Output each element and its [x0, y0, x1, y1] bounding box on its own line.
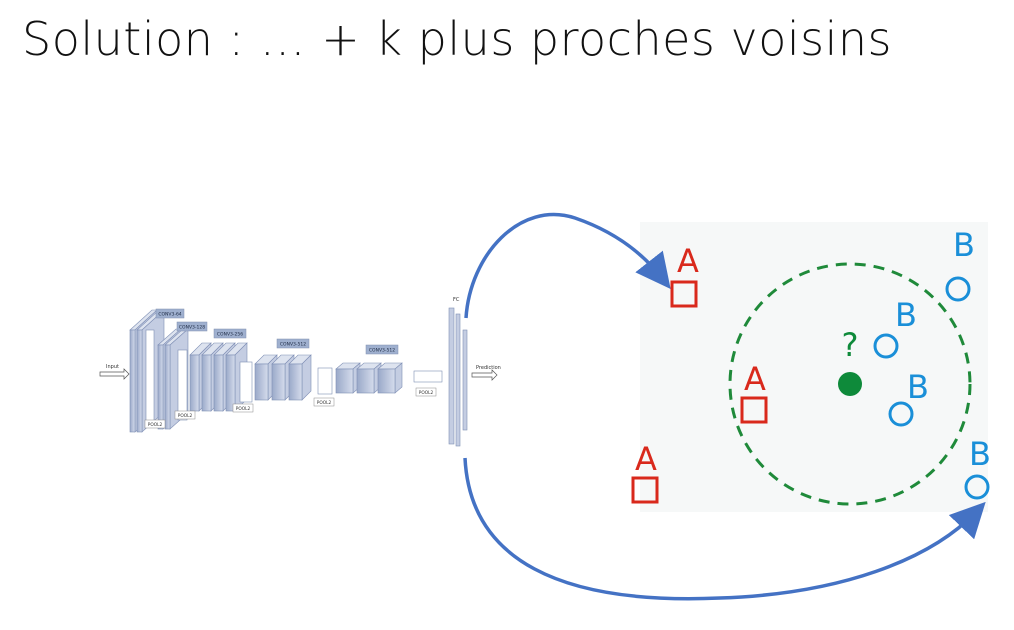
svg-text:POOL2: POOL2 — [236, 406, 251, 412]
pool-label-5: POOL2 — [415, 387, 437, 397]
query-point — [838, 372, 862, 396]
point-class-a-3: A — [631, 440, 659, 504]
output-arrow — [471, 369, 498, 381]
circle-marker — [888, 401, 914, 427]
pool-5 — [413, 370, 443, 383]
input-label: Input — [106, 364, 119, 370]
svg-text:POOL2: POOL2 — [148, 422, 163, 428]
pool-2 — [177, 349, 188, 421]
point-label: B — [969, 435, 991, 473]
knn-panel — [640, 222, 988, 512]
conv-label-5-text: CONV3-512 — [369, 348, 395, 354]
pool-label-2: POOL2 — [174, 410, 196, 420]
pool-4 — [317, 367, 333, 395]
conv-label-2: CONV3-128 — [176, 321, 208, 332]
pool-label-1: POOL2 — [144, 419, 166, 429]
conv-block-4-c — [288, 354, 312, 401]
conv-label-1: CONV3-64 — [155, 308, 185, 319]
svg-text:POOL2: POOL2 — [317, 400, 332, 406]
point-class-b-4: B — [945, 226, 975, 302]
pool-label-4: POOL2 — [313, 397, 335, 407]
point-label: A — [677, 242, 699, 280]
arrow-to-class-a — [464, 212, 671, 319]
point-label: A — [744, 360, 766, 398]
square-marker — [740, 396, 768, 424]
point-class-a-2: A — [740, 360, 768, 424]
conv-label-1-text: CONV3-64 — [158, 312, 181, 318]
fc-layer-1 — [448, 307, 455, 445]
point-class-b-7: B — [964, 435, 991, 500]
output-label: Prediction — [476, 365, 501, 371]
query-label: ? — [842, 326, 859, 364]
point-label: B — [953, 226, 975, 264]
point-label: B — [907, 368, 929, 406]
fc-label: FC — [453, 297, 460, 303]
conv-label-3: CONV3-256 — [213, 328, 247, 339]
fc-layer-3 — [462, 329, 468, 431]
slide-title: Solution : … + k plus proches voisins — [22, 12, 892, 66]
cnn-network: Input CONV3-64CONV3-128CONV3-256CONV3-512… — [99, 297, 501, 447]
conv-label-4: CONV3-512 — [276, 338, 310, 349]
pool-1 — [145, 329, 155, 427]
point-class-b-6: B — [888, 368, 929, 427]
conv-block-5-b — [356, 362, 382, 394]
conv-block-5-a — [335, 362, 361, 394]
conv-label-5: CONV3-512 — [365, 344, 399, 355]
point-label: A — [635, 440, 657, 478]
conv-label-4-text: CONV3-512 — [280, 342, 306, 348]
input-arrow — [99, 368, 130, 380]
fc-layer-2 — [455, 313, 461, 447]
svg-text:POOL2: POOL2 — [419, 390, 434, 396]
conv-block-5-c — [377, 362, 403, 394]
circle-marker — [945, 276, 971, 302]
conv-label-3-text: CONV3-256 — [217, 332, 243, 338]
svg-text:POOL2: POOL2 — [178, 413, 193, 419]
pool-label-3: POOL2 — [232, 403, 254, 413]
arrow-to-class-b — [463, 457, 986, 601]
point-class-a-1: A — [670, 242, 699, 308]
square-marker — [670, 280, 698, 308]
circle-marker — [873, 333, 899, 359]
point-label: B — [895, 296, 917, 334]
pool-3 — [239, 361, 253, 403]
point-class-b-5: B — [873, 296, 917, 359]
conv-label-2-text: CONV3-128 — [179, 325, 205, 331]
circle-marker — [964, 474, 990, 500]
square-marker — [631, 476, 659, 504]
neighborhood-circle — [728, 262, 972, 506]
